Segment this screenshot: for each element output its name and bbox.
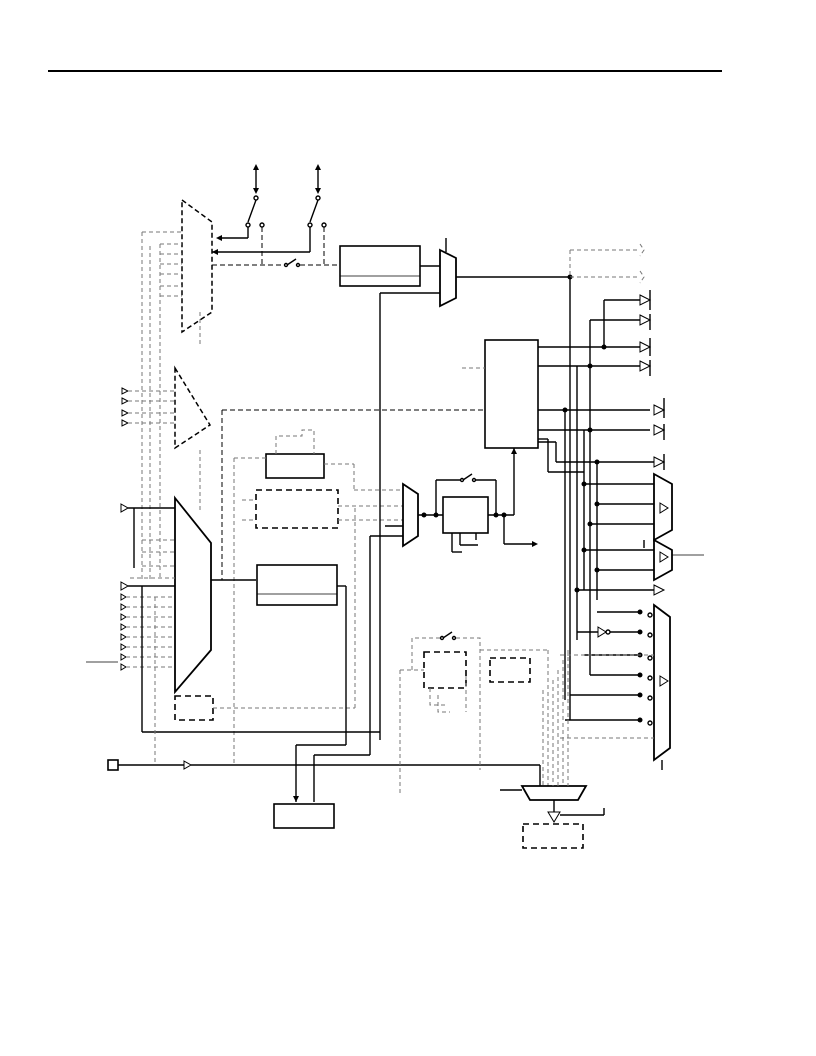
right-mux-2 [581,538,704,582]
top-dashed-mux [181,198,213,334]
middle-dashed-mux [174,365,212,450]
right-mux-feed [574,584,666,596]
accumulator-input-mux [402,482,419,548]
main-mux [174,495,212,695]
header-rule [48,70,722,72]
top-register-box [339,245,421,287]
top-output-mux [439,248,457,308]
bottom-dashed-box [522,823,584,849]
bottom-mux [500,650,605,823]
large-output-mux [560,603,671,770]
top-mux-input-lines [141,231,201,580]
right-vertical-bus [548,277,666,720]
right-buffer-column-upper [587,290,666,440]
central-block-outputs [538,346,650,472]
small-register [233,429,403,765]
main-mux-dashed-box [174,695,214,721]
top-io-switch-right [212,164,327,265]
accumulator-output [451,448,538,553]
main-mux-inputs [86,503,175,671]
feedback-lines [369,292,440,755]
central-logic-block [484,339,539,449]
bottom-output-box [273,803,335,829]
clock-pin [107,759,541,786]
accumulator-path [418,473,497,518]
bottom-dashed-cluster [399,631,549,795]
middle-mux-inputs [121,387,485,580]
right-mux-1 [581,472,673,548]
accumulator-register [442,496,489,534]
dashed-register [242,489,403,529]
top-io-switch-left [216,164,265,265]
result-register [256,564,347,802]
top-right-dashed-outputs [569,243,645,284]
bottom-left-routing [141,586,380,802]
top-register-bus [212,258,340,268]
